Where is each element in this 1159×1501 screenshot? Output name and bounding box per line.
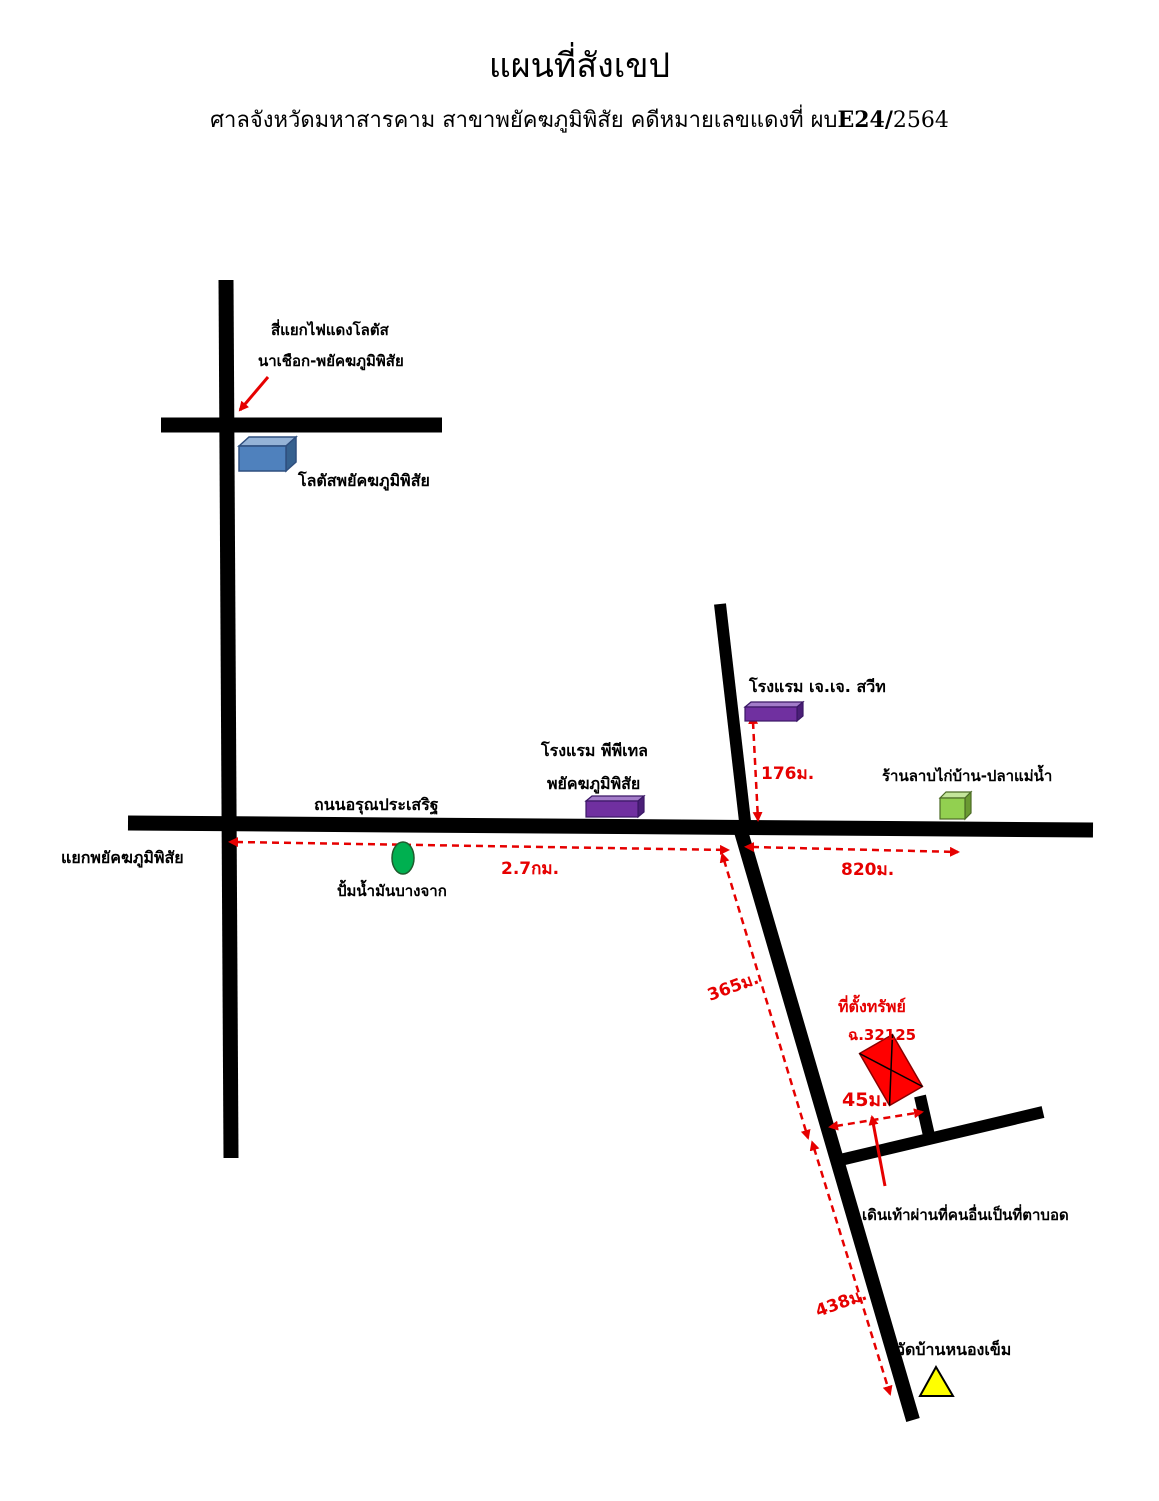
gas-station-icon — [391, 841, 415, 875]
dist-label-820: 820ม. — [841, 860, 894, 880]
subtitle-year: 2564 — [892, 108, 949, 133]
lotus-store-icon — [237, 435, 298, 473]
road-side-spur — [914, 1094, 936, 1142]
page-subtitle: ศาลจังหวัดมหาสารคาม สาขาพยัคฆภูมิพิสัย ค… — [0, 102, 1159, 137]
label-hotel-jj: โรงแรม เจ.เจ. สวีท — [748, 676, 886, 696]
hotel-pp-icon — [584, 794, 646, 819]
dist-line-176 — [748, 714, 763, 822]
dist-line-45 — [828, 1108, 924, 1131]
road-side-east — [834, 1106, 1045, 1167]
dist-line-27km — [228, 837, 730, 855]
dist-label-176: 176ม. — [761, 764, 814, 784]
temple-triangle-icon — [918, 1364, 955, 1397]
label-intersection-lotus-1: สี่แยกไฟแดงโลตัส — [271, 319, 390, 339]
arrow-intersection-lotus — [238, 376, 270, 412]
label-hotel-pp-1: โรงแรม พีพีเทล — [540, 740, 648, 760]
label-hotel-pp-2: พยัคฆภูมิพิสัย — [547, 774, 640, 795]
distance-lines — [228, 376, 960, 1396]
page-title: แผนที่สังเขป — [488, 46, 671, 86]
road-west-vertical — [218, 279, 239, 1159]
road-arun-prasert — [127, 815, 1094, 838]
label-intersection-lotus-2: นาเชือก-พยัคฆภูมิพิสัย — [258, 352, 404, 371]
dist-label-438: 438ม. — [813, 1285, 870, 1322]
subtitle-case: E24/ — [837, 107, 893, 133]
dist-label-27km: 2.7กม. — [501, 859, 559, 879]
dist-label-45: 45ม. — [842, 1089, 888, 1111]
subtitle-prefix: ศาลจังหวัดมหาสารคาม สาขาพยัคฆภูมิพิสัย ค… — [210, 108, 838, 133]
property-marker-icon — [858, 1033, 924, 1107]
label-lotus-store: โลตัสพยัคฆภูมิพิสัย — [297, 470, 430, 492]
label-property-1: ที่ตั้งทรัพย์ — [838, 994, 906, 1016]
label-intersection-phayakkhaphum: แยกพยัคฆภูมิพิสัย — [61, 848, 184, 869]
label-shop: ร้านลาบไก่บ้าน-ปลาแม่น้ำ — [882, 764, 1052, 785]
shop-icon — [938, 790, 973, 821]
road-southeast — [733, 826, 920, 1422]
label-walkway-note: เดินเท้าผ่านที่คนอื่นเป็นที่ตาบอด — [862, 1204, 1069, 1224]
label-road-name: ถนนอรุณประเสริฐ — [314, 795, 439, 815]
label-gas-station: ปั้มน้ำมันบางจาก — [337, 879, 447, 900]
dist-line-365 — [719, 852, 811, 1140]
hotel-jj-icon — [743, 700, 805, 723]
dist-line-438 — [809, 1140, 893, 1396]
dist-label-365: 365ม. — [705, 969, 762, 1006]
label-temple: วัดบ้านหนองเข็ม — [896, 1338, 1011, 1359]
label-property-2: ฉ.32125 — [848, 1026, 916, 1044]
dist-line-820 — [744, 842, 960, 857]
arrow-walkway — [868, 1115, 887, 1187]
road-north-branch — [714, 603, 752, 831]
